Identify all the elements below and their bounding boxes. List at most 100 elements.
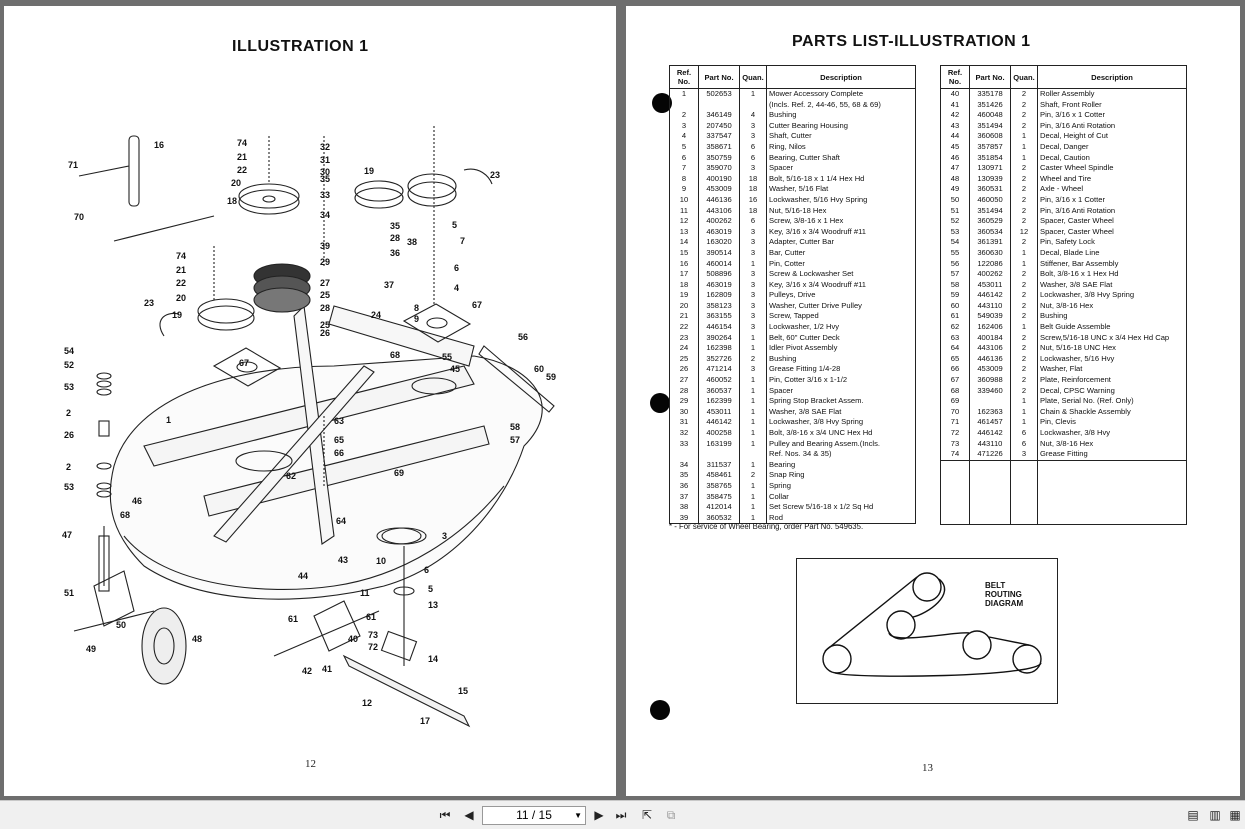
description: Stiffener, Bar Assembly <box>1037 258 1187 270</box>
part-no: 162809 <box>698 290 740 301</box>
svg-text:2: 2 <box>66 462 71 472</box>
quantity: 3 <box>739 322 767 333</box>
page-number-select[interactable]: 11 / 15 ▼ <box>482 806 586 825</box>
previous-page-icon[interactable]: ◀ <box>464 808 474 822</box>
col-quan: Quan. <box>1010 65 1038 89</box>
ref-no: 48 <box>940 173 970 185</box>
svg-text:61: 61 <box>366 612 376 622</box>
ref-no: 7 <box>669 163 699 174</box>
part-no: 351494 <box>969 205 1011 217</box>
part-no: 360630 <box>969 247 1011 259</box>
col-ref: Ref. No. <box>669 65 699 89</box>
two-page-view-icon[interactable]: ▦ <box>1229 808 1241 822</box>
ref-no: 38 <box>669 502 699 513</box>
ref-no: 60 <box>940 300 970 312</box>
single-page-view-icon[interactable]: ▤ <box>1187 808 1199 822</box>
description: Spacer, Caster Wheel <box>1037 226 1187 238</box>
part-no: 502653 <box>698 88 740 100</box>
description: Mower Accessory Complete <box>766 88 916 100</box>
part-no: 351426 <box>969 99 1011 111</box>
ref-no: 45 <box>940 141 970 153</box>
ref-no: 43 <box>940 120 970 132</box>
svg-text:21: 21 <box>176 265 186 275</box>
description: Pulley and Bearing Assem.(Incls. <box>766 438 916 450</box>
svg-text:31: 31 <box>320 155 330 165</box>
col-quan: Quan. <box>739 65 767 89</box>
quantity: 1 <box>739 332 767 344</box>
next-page-icon[interactable]: ▶ <box>594 808 604 822</box>
copy-page-icon[interactable]: ⧉ <box>666 808 676 822</box>
export-page-icon[interactable]: ⇱ <box>641 808 653 822</box>
ref-no: 22 <box>669 322 699 333</box>
svg-text:50: 50 <box>116 620 126 630</box>
first-page-icon[interactable]: ⏮ <box>439 808 451 822</box>
part-no: 453011 <box>969 279 1011 291</box>
svg-text:23: 23 <box>490 170 500 180</box>
svg-text:48: 48 <box>192 634 202 644</box>
part-no: 357857 <box>969 141 1011 153</box>
ref-no: 12 <box>669 216 699 227</box>
svg-text:66: 66 <box>334 448 344 458</box>
description: Bolt, 3/8-16 x 1 Hex Hd <box>1037 269 1187 280</box>
belt-diagram-label: BELT ROUTING DIAGRAM <box>985 581 1024 608</box>
svg-text:63: 63 <box>334 416 344 426</box>
ref-no <box>669 99 699 111</box>
description: Washer, 5/16 Flat <box>766 184 916 195</box>
ref-no: 26 <box>669 364 699 376</box>
svg-text:20: 20 <box>176 293 186 303</box>
belt-routing-drawing <box>822 572 1042 677</box>
quantity: 4 <box>739 110 767 121</box>
description: Cutter Bearing Housing <box>766 120 916 132</box>
part-no: 443106 <box>698 205 740 217</box>
description: Spacer <box>766 385 916 397</box>
ref-no: 15 <box>669 247 699 259</box>
ref-no: 71 <box>940 417 970 428</box>
ref-no: 64 <box>940 343 970 354</box>
svg-text:47: 47 <box>62 530 72 540</box>
svg-text:58: 58 <box>510 422 520 432</box>
svg-text:18: 18 <box>227 196 237 206</box>
svg-text:44: 44 <box>298 571 308 581</box>
description: Plate, Reinforcement <box>1037 375 1187 386</box>
svg-text:35: 35 <box>320 174 330 184</box>
description: Spring Stop Bracket Assem. <box>766 396 916 407</box>
part-no: 360534 <box>969 226 1011 238</box>
part-no: 461457 <box>969 417 1011 428</box>
quantity: 3 <box>739 163 767 174</box>
quantity: 2 <box>1010 385 1038 397</box>
svg-text:29: 29 <box>320 257 330 267</box>
document-viewport[interactable]: ILLUSTRATION 1 <box>0 0 1245 800</box>
description: Shaft, Cutter <box>766 131 916 142</box>
svg-text:67: 67 <box>239 358 249 368</box>
part-no: 460014 <box>698 258 740 270</box>
svg-text:12: 12 <box>362 698 372 708</box>
description: Spacer, Caster Wheel <box>1037 216 1187 227</box>
description: Chain & Shackle Assembly <box>1037 406 1187 418</box>
continuous-view-icon[interactable]: ▥ <box>1209 808 1221 822</box>
ref-no: 8 <box>669 173 699 185</box>
part-no <box>698 99 740 111</box>
description: Bushing <box>1037 311 1187 323</box>
quantity: 2 <box>1010 290 1038 301</box>
ref-no: 74 <box>940 449 970 461</box>
ref-no: 23 <box>669 332 699 344</box>
part-no: 508896 <box>698 269 740 280</box>
quantity: 1 <box>739 258 767 270</box>
last-page-icon[interactable]: ⏭ <box>615 808 627 822</box>
